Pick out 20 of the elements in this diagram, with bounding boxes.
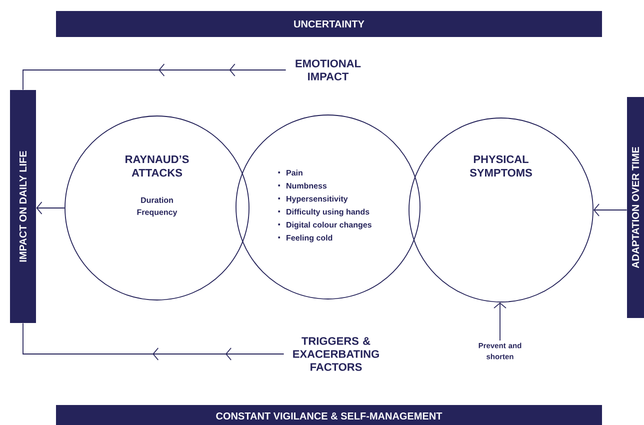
node-label: Feeling cold (286, 234, 332, 242)
circle-text: Frequency (137, 209, 178, 217)
circle-text: Duration (141, 197, 173, 203)
circle-heading: PHYSICAL SYMPTOMS (470, 155, 532, 177)
section-heading: EMOTIONAL IMPACT (296, 60, 361, 80)
bottom-band: CONSTANT VIGILANCE & SELF-MANAGEMENT (56, 405, 602, 425)
side-bar: ADAPTATION OVER TIME (627, 97, 644, 318)
circle-heading: RAYNAUD’S ATTACKS (126, 155, 189, 177)
arrow (593, 204, 628, 216)
arrow (36, 202, 65, 214)
node-label: Pain (286, 170, 302, 176)
node-label: Numbness (286, 182, 327, 189)
side-bar: IMPACT ON DAILY LIFE (10, 90, 36, 323)
section-heading: TRIGGERS & EXACERBATING FACTORS (293, 337, 379, 371)
top-band: UNCERTAINTY (56, 11, 602, 37)
bullet-list: Pain Numbness Hypersensitivity Difficulty using hands Digital colour changes Feeling cold (278, 170, 372, 242)
node-label: Digital colour changes (286, 222, 372, 230)
node-label: Difficulty using hands (286, 208, 370, 216)
arrow (494, 302, 506, 341)
node-label: Hypersensitivity (286, 196, 348, 204)
